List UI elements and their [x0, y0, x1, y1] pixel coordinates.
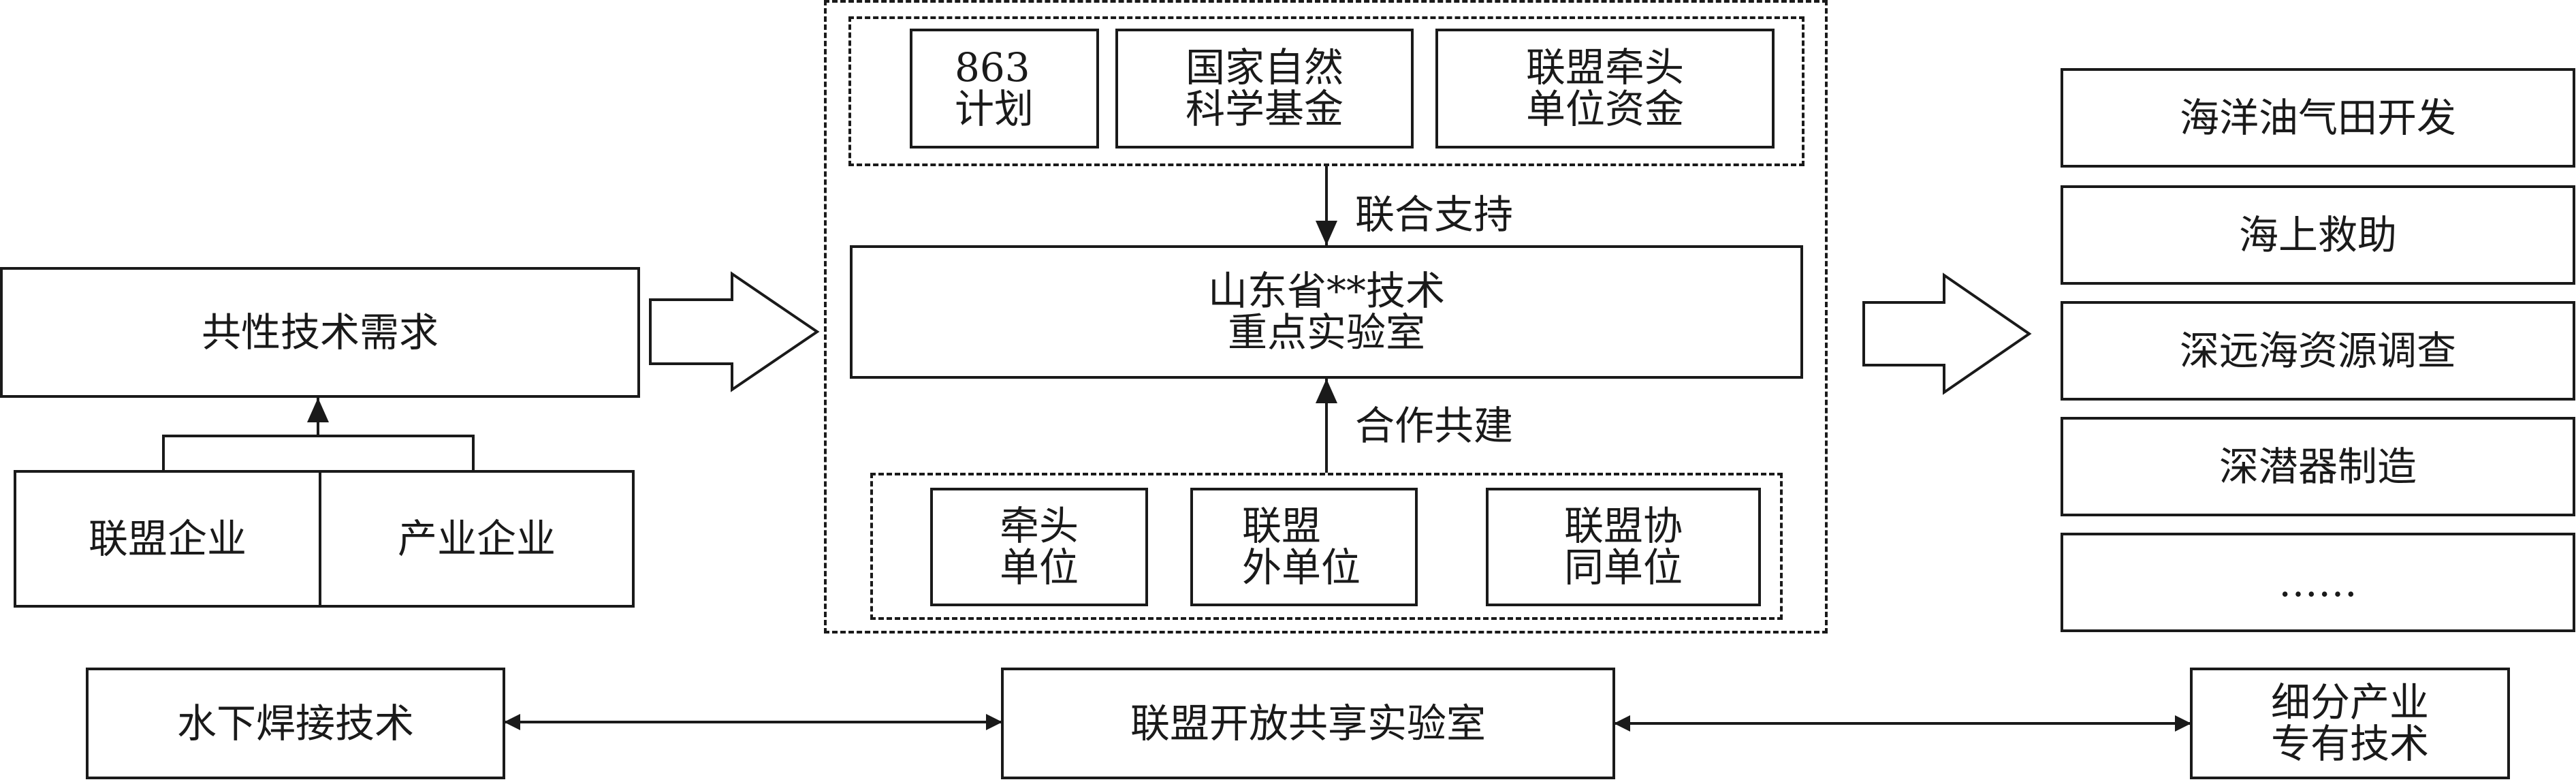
funding-alliance-lead-box: 联盟牵头 单位资金	[1435, 29, 1775, 148]
left-hollow-arrow	[649, 271, 820, 392]
center-dashed-frame	[824, 0, 1828, 634]
partners-dashed-group	[870, 473, 1783, 620]
niche-tech-box: 细分产业 专有技术	[2190, 668, 2510, 779]
funding-863-box: 863 计划	[910, 29, 1099, 148]
partner-collaborative-unit-box: 联盟协 同单位	[1486, 488, 1761, 606]
app-offshore-oilgas-box: 海洋油气田开发	[2061, 68, 2575, 168]
funding-dashed-group	[848, 16, 1804, 166]
app-more-box: ……	[2061, 533, 2575, 632]
enterprise-to-demand-connector	[162, 398, 475, 470]
open-shared-lab-box: 联盟开放共享实验室	[1001, 668, 1615, 779]
underwater-welding-box: 水下焊接技术	[86, 668, 505, 779]
right-hollow-arrow	[1862, 272, 2032, 395]
co-build-label: 合作共建	[1355, 403, 1514, 449]
app-submersible-box: 深潜器制造	[2061, 417, 2575, 516]
funding-nsfc-box: 国家自然 科学基金	[1115, 29, 1414, 148]
app-sea-rescue-box: 海上救助	[2061, 185, 2575, 285]
app-deep-sea-survey-box: 深远海资源调查	[2061, 301, 2575, 401]
partner-external-unit-box: 联盟 外单位	[1190, 488, 1418, 606]
common-tech-demand-box: 共性技术需求	[0, 267, 640, 398]
key-lab-box: 山东省**技术 重点实验室	[850, 245, 1803, 379]
partner-lead-unit-box: 牵头 单位	[930, 488, 1148, 606]
alliance-enterprise-box: 联盟企业	[14, 470, 321, 608]
industry-enterprise-box: 产业企业	[319, 470, 635, 608]
joint-support-label: 联合支持	[1355, 191, 1514, 238]
